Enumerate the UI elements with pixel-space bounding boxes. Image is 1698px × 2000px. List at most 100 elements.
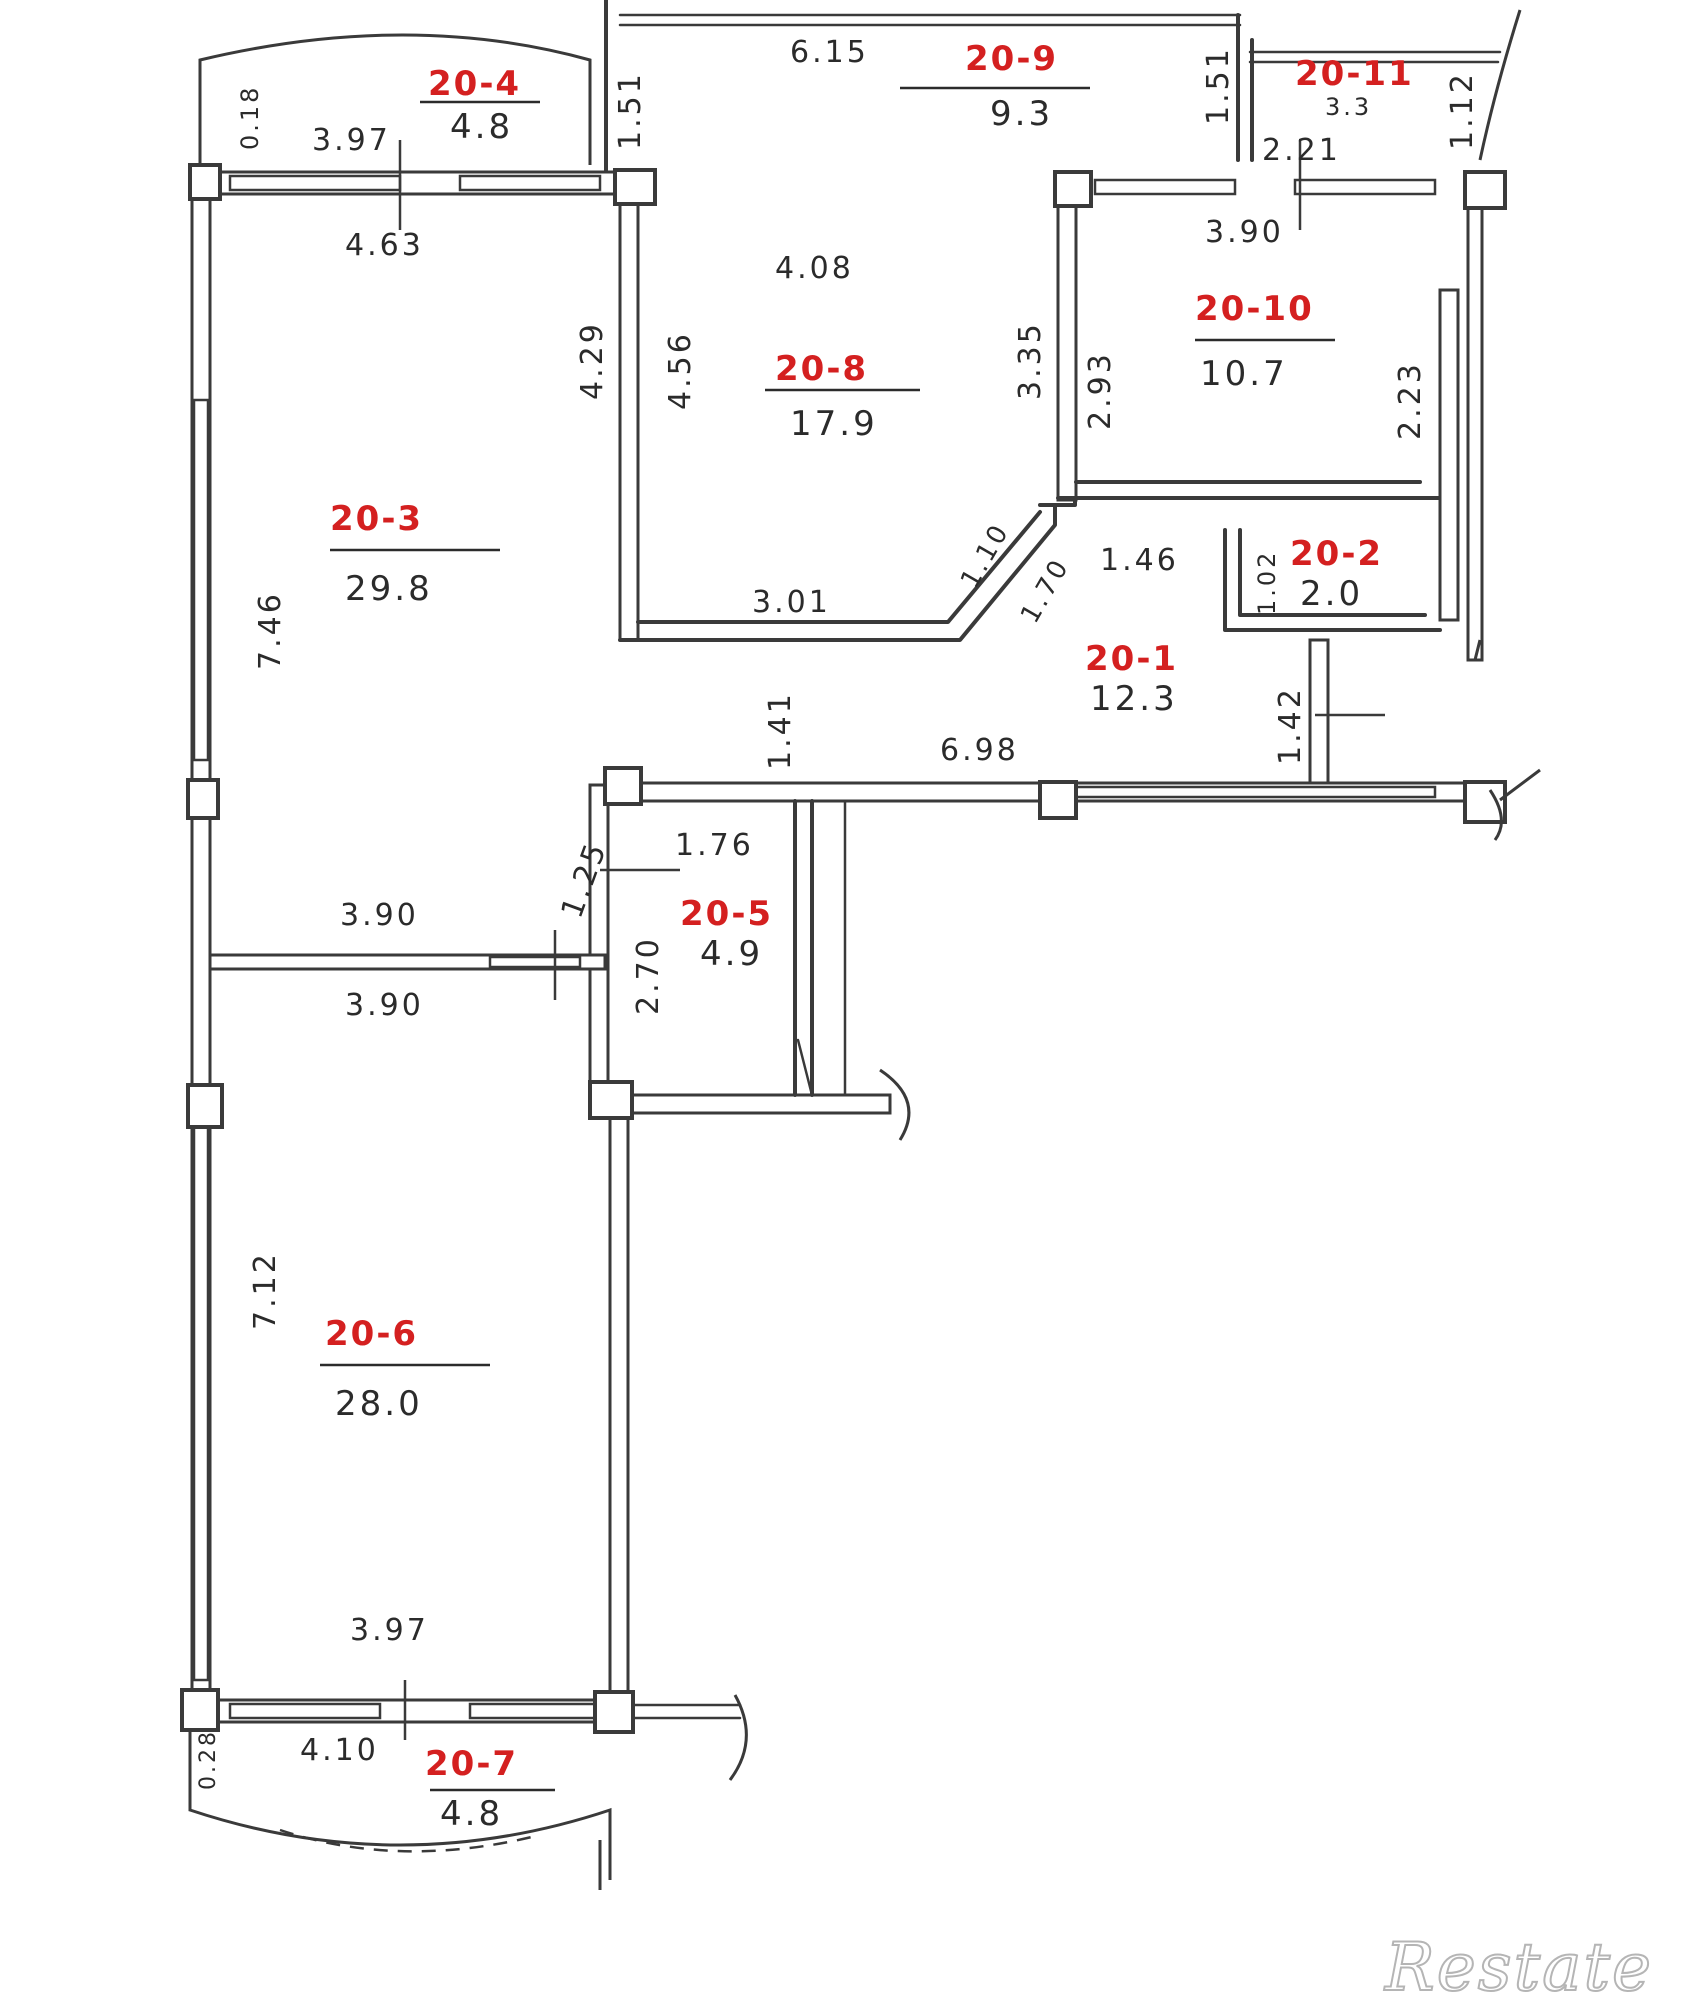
room-area-20-11: 3.3 — [1325, 93, 1372, 121]
dimension-ticks — [398, 140, 1385, 1740]
dim-20-3-width-bottom: 3.90 — [340, 898, 419, 933]
wall-20-6-right — [608, 1108, 630, 1712]
room-code-20-9: 20-9 — [965, 39, 1058, 79]
window-left-upper — [192, 398, 210, 762]
column-left-lower — [186, 1083, 224, 1129]
column-20-5-top — [603, 766, 643, 806]
window-left-lower — [192, 1118, 210, 1682]
dim-20-5-width: 1.76 — [675, 828, 754, 863]
room-code-20-2: 20-2 — [1290, 534, 1383, 574]
break-mark-ne — [1473, 639, 1482, 661]
room-code-20-3: 20-3 — [330, 499, 423, 539]
column-nw — [188, 163, 222, 201]
room-code-20-8: 20-8 — [775, 349, 868, 389]
dim-balcony-20-7-depth: 0.28 — [196, 1729, 221, 1790]
room-code-20-6: 20-6 — [325, 1314, 418, 1354]
wall-20-2-box — [1223, 528, 1442, 632]
dim-20-6-width-top: 3.90 — [345, 988, 424, 1023]
dim-20-8-width-top: 4.08 — [775, 251, 854, 286]
room-area-20-6: 28.0 — [335, 1384, 423, 1424]
dim-20-4-side: 1.51 — [613, 71, 648, 150]
dim-20-11-width: 2.21 — [1262, 133, 1341, 168]
wall-20-3-20-8 — [618, 178, 640, 642]
room-area-20-3: 29.8 — [345, 569, 433, 609]
wall-20-5-bottom — [588, 1093, 892, 1115]
dim-20-6-width-bottom: 3.97 — [350, 1613, 429, 1648]
dim-20-10-left-side: 2.93 — [1083, 351, 1118, 430]
balcony-20-7-outline — [188, 1730, 612, 1880]
dim-20-3-right-side: 4.29 — [575, 321, 610, 400]
window-20-6-b — [468, 1702, 602, 1720]
dim-20-11-side: 1.12 — [1445, 71, 1480, 150]
dim-20-4-width: 3.97 — [312, 123, 391, 158]
wall-20-5-door — [796, 1038, 814, 1097]
window-20-10-b — [1293, 178, 1437, 196]
break-mark-20-5 — [879, 1068, 911, 1141]
room-area-20-8: 17.9 — [790, 404, 878, 444]
watermark: Restate — [1383, 1928, 1653, 2000]
dim-20-1-top: 1.46 — [1100, 543, 1179, 578]
wall-20-8-bottom-inner — [636, 510, 1042, 624]
wall-20-5-left — [588, 783, 610, 1117]
dim-20-1-bottom: 6.98 — [940, 733, 1019, 768]
column-sw — [180, 1688, 220, 1732]
break-mark-east — [1488, 768, 1541, 841]
dim-20-10-width: 3.90 — [1205, 215, 1284, 250]
wall-20-8-20-10 — [1056, 178, 1078, 502]
column-20-1-mid — [1038, 780, 1078, 820]
room-code-20-4: 20-4 — [428, 64, 521, 104]
room-code-20-11: 20-11 — [1295, 54, 1414, 94]
dim-20-9-side: 1.51 — [1201, 46, 1236, 125]
dim-20-2-side: 1.02 — [1253, 550, 1281, 615]
balcony-20-4-outline — [198, 33, 592, 165]
column-20-10-left — [1053, 170, 1093, 208]
right-outer-wall — [1466, 178, 1484, 662]
wall-20-10-right — [1438, 288, 1460, 622]
column-20-5-bottom — [588, 1080, 634, 1120]
windows — [192, 174, 1437, 1720]
restate-logo: Restate — [1384, 1929, 1653, 2000]
room-area-20-2: 2.0 — [1300, 574, 1363, 614]
dimension-labels: 0.18 3.97 1.51 4.63 6.15 1.51 1.12 2.21 … — [196, 35, 1480, 1790]
dim-20-9-width: 6.15 — [790, 35, 869, 70]
dim-20-3-left-side: 7.46 — [253, 591, 288, 670]
dim-20-8-left-side: 4.56 — [663, 331, 698, 410]
room-area-20-4: 4.8 — [450, 107, 513, 147]
room-area-20-10: 10.7 — [1200, 354, 1288, 394]
balcony-20-7-dash — [279, 1828, 541, 1853]
column-left-mid — [186, 778, 220, 820]
window-20-3-a — [228, 174, 402, 192]
room-area-20-7: 4.8 — [440, 1794, 503, 1834]
room-code-20-1: 20-1 — [1085, 639, 1178, 679]
break-mark-bottom — [728, 1694, 748, 1781]
window-20-3-b — [458, 174, 602, 192]
dim-20-6-left-side: 7.12 — [248, 1251, 283, 1330]
dim-20-5-side: 2.70 — [631, 936, 666, 1015]
room-area-20-5: 4.9 — [700, 934, 763, 974]
columns — [180, 163, 1507, 1734]
column-ne — [1463, 170, 1507, 210]
wall-20-11-curve — [1478, 9, 1522, 161]
window-20-6-a — [228, 1702, 382, 1720]
window-20-10-a — [1093, 178, 1237, 196]
dim-20-10-right-side: 2.23 — [1393, 361, 1428, 440]
door-20-3-20-6 — [488, 955, 582, 969]
room-code-20-7: 20-7 — [425, 1744, 518, 1784]
column-e — [1463, 780, 1507, 824]
dim-20-8-width-bottom: 3.01 — [752, 585, 831, 620]
room-area-20-1: 12.3 — [1090, 679, 1178, 719]
balconies — [188, 33, 1541, 1890]
dim-20-3-width-top: 4.63 — [345, 228, 424, 263]
room-area-20-9: 9.3 — [990, 94, 1053, 134]
column-n-mid — [613, 168, 657, 206]
wall-20-8-bottom — [618, 503, 1057, 642]
room-labels: 20-4 4.8 20-9 9.3 20-11 3.3 20-8 17.9 20… — [320, 39, 1414, 1834]
dim-20-8-right-side: 3.35 — [1013, 321, 1048, 400]
column-s — [593, 1690, 635, 1734]
dim-20-1-left: 1.41 — [763, 691, 798, 770]
room-code-20-10: 20-10 — [1195, 289, 1314, 329]
window-20-1 — [1073, 785, 1437, 799]
dim-balcony-20-4-depth: 0.18 — [236, 85, 264, 150]
dim-20-7-width: 4.10 — [300, 1733, 379, 1768]
